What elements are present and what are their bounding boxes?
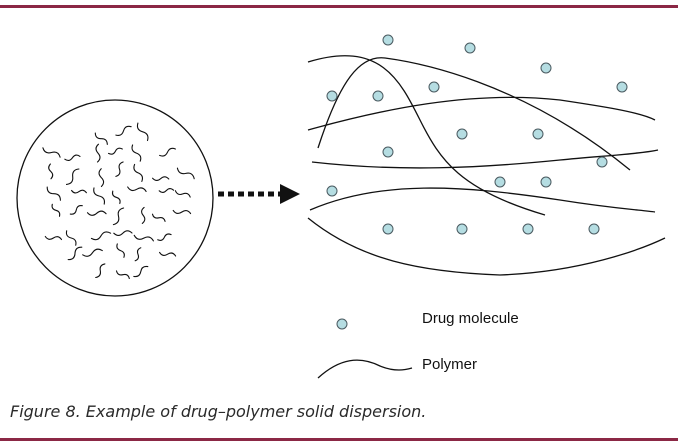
polymer-squiggle bbox=[65, 230, 77, 246]
polymer-squiggle bbox=[136, 122, 149, 142]
polymer-squiggle bbox=[116, 243, 125, 258]
drug-molecule bbox=[326, 90, 338, 102]
polymer-squiggle bbox=[133, 234, 154, 242]
polymer-squiggle bbox=[115, 125, 132, 137]
drug-molecule bbox=[382, 223, 394, 235]
polymer-chain bbox=[317, 57, 631, 171]
polymer-squiggle bbox=[172, 209, 192, 215]
drug-molecule bbox=[540, 176, 552, 188]
particle-outline bbox=[16, 99, 214, 297]
figure-caption: Figure 8. Example of drug–polymer solid … bbox=[10, 402, 427, 421]
polymer-chain bbox=[309, 187, 656, 213]
polymer-squiggle bbox=[94, 132, 108, 145]
polymer-squiggle bbox=[131, 144, 142, 162]
drug-molecule bbox=[428, 81, 440, 93]
drug-molecule bbox=[540, 62, 552, 74]
polymer-chain bbox=[311, 149, 659, 169]
polymer-squiggle bbox=[113, 230, 133, 236]
polymer-squiggle bbox=[71, 189, 87, 194]
legend-polymer-sample bbox=[317, 359, 413, 379]
polymer-squiggle bbox=[159, 147, 176, 157]
top-rule bbox=[0, 5, 678, 8]
polymer-squiggle bbox=[111, 190, 121, 205]
legend-drug-label: Drug molecule bbox=[422, 310, 519, 327]
polymer-squiggle bbox=[42, 147, 61, 158]
legend-polymer-label: Polymer bbox=[422, 356, 478, 373]
polymer-squiggle bbox=[107, 147, 123, 155]
polymer-squiggle bbox=[115, 270, 130, 280]
polymer-squiggle bbox=[152, 176, 170, 181]
arrow-head bbox=[280, 184, 300, 204]
polymer-chains bbox=[307, 55, 666, 276]
polymer-squiggle bbox=[127, 186, 147, 192]
polymer-squiggle bbox=[174, 190, 191, 198]
polymer-squiggle bbox=[151, 213, 166, 222]
polymer-squiggle bbox=[134, 247, 142, 262]
polymer-squiggle bbox=[51, 203, 61, 217]
polymer-squiggle bbox=[141, 206, 146, 224]
polymer-squiggle bbox=[157, 233, 172, 241]
drug-molecule bbox=[456, 223, 468, 235]
polymer-squiggle bbox=[176, 167, 195, 180]
polymer-squiggle bbox=[95, 143, 101, 163]
drug-molecule bbox=[464, 42, 476, 54]
drug-molecule bbox=[456, 128, 468, 140]
polymer-squiggle bbox=[112, 207, 125, 226]
polymer-squiggle bbox=[44, 235, 63, 241]
transform-arrow bbox=[218, 184, 300, 204]
polymer-squiggle bbox=[133, 265, 149, 278]
polymer-chain bbox=[307, 96, 656, 131]
drug-molecule bbox=[382, 146, 394, 158]
drug-molecule bbox=[382, 34, 394, 46]
drug-molecule bbox=[326, 185, 338, 197]
particle-squiggles bbox=[42, 122, 195, 280]
drug-molecule bbox=[588, 223, 600, 235]
legend-drug-marker bbox=[336, 318, 348, 330]
polymer-squiggle bbox=[159, 251, 177, 257]
drug-molecule bbox=[532, 128, 544, 140]
polymer-chain bbox=[307, 55, 546, 216]
polymer-squiggle bbox=[93, 187, 105, 205]
polymer-squiggle bbox=[98, 168, 105, 188]
polymer-squiggle bbox=[86, 210, 107, 216]
polymer-chain bbox=[307, 217, 666, 276]
polymer-squiggle bbox=[69, 205, 83, 215]
polymer-particle bbox=[16, 99, 214, 297]
polymer-squiggle bbox=[158, 188, 175, 193]
drug-molecule bbox=[596, 156, 608, 168]
polymer-squiggle bbox=[133, 163, 144, 182]
polymer-squiggle bbox=[82, 248, 103, 257]
polymer-squiggle bbox=[65, 168, 80, 185]
polymer-squiggle bbox=[64, 154, 81, 162]
polymer-squiggle bbox=[67, 246, 83, 261]
polymer-squiggle bbox=[48, 163, 54, 180]
polymer-squiggle bbox=[46, 186, 61, 201]
polymer-squiggle bbox=[90, 231, 112, 241]
polymer-squiggle bbox=[115, 161, 124, 177]
drug-molecules bbox=[326, 34, 628, 235]
drug-molecule bbox=[616, 81, 628, 93]
drug-molecule bbox=[522, 223, 534, 235]
drug-molecule bbox=[372, 90, 384, 102]
polymer-squiggle bbox=[95, 263, 106, 279]
legend bbox=[317, 318, 413, 379]
drug-molecule bbox=[494, 176, 506, 188]
bottom-rule bbox=[0, 438, 678, 441]
